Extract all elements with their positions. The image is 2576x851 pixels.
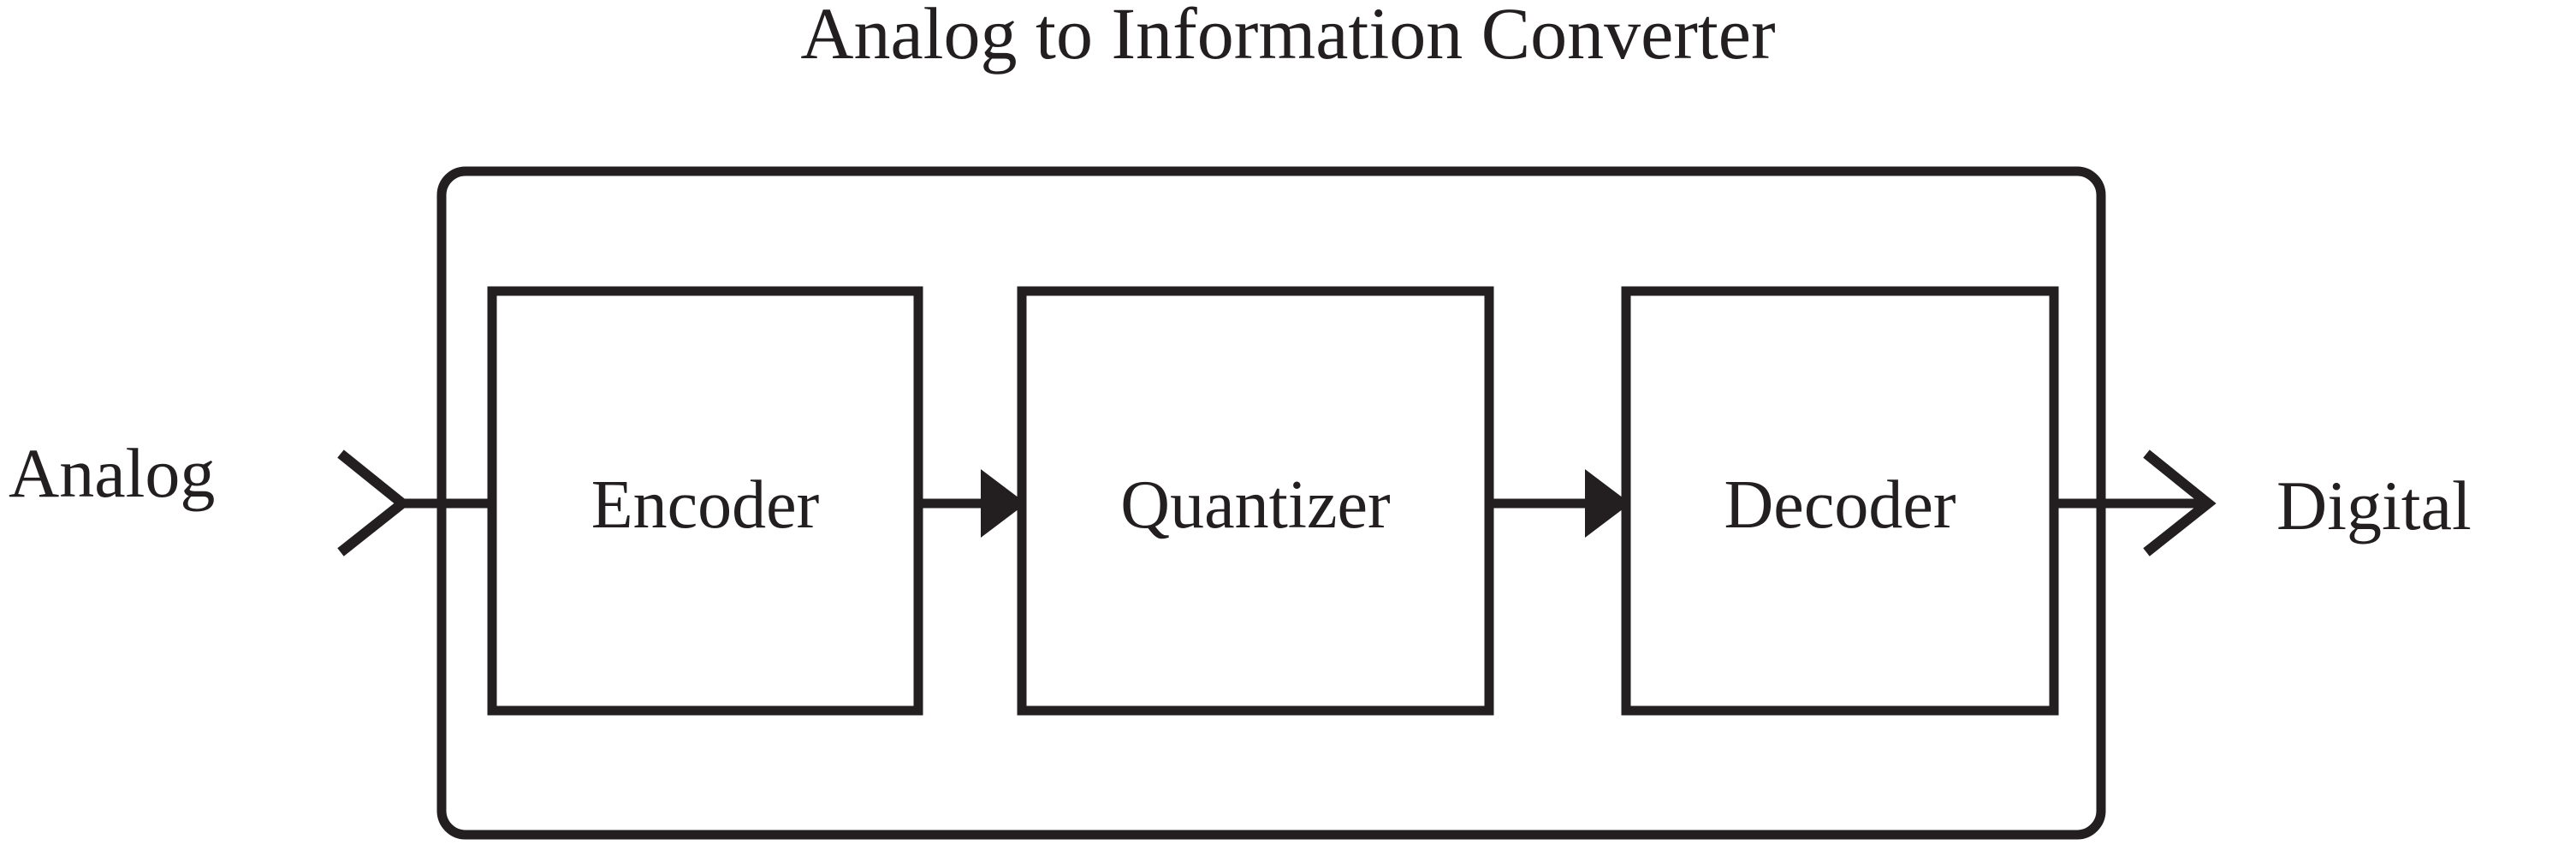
block-quantizer-box: [1017, 286, 1494, 716]
connector-quantizer-to-decoder-arrowhead-icon: [1585, 469, 1630, 538]
block-label-encoder: Encoder: [591, 467, 820, 543]
output-label-digital: Digital: [2276, 467, 2472, 545]
block-label-quantizer: Quantizer: [1120, 467, 1390, 543]
input-chevron-right-open-icon: [337, 449, 411, 556]
diagram-title: Analog to Information Converter: [800, 0, 1775, 74]
input-label-analog: Analog: [9, 434, 215, 512]
output-chevron-right-open-icon: [2143, 449, 2217, 556]
block-encoder-box: [487, 286, 923, 716]
block-decoder-box: [1621, 286, 2059, 716]
block-label-decoder: Decoder: [1724, 467, 1956, 543]
connector-encoder-to-quantizer-arrowhead-icon: [981, 469, 1026, 538]
